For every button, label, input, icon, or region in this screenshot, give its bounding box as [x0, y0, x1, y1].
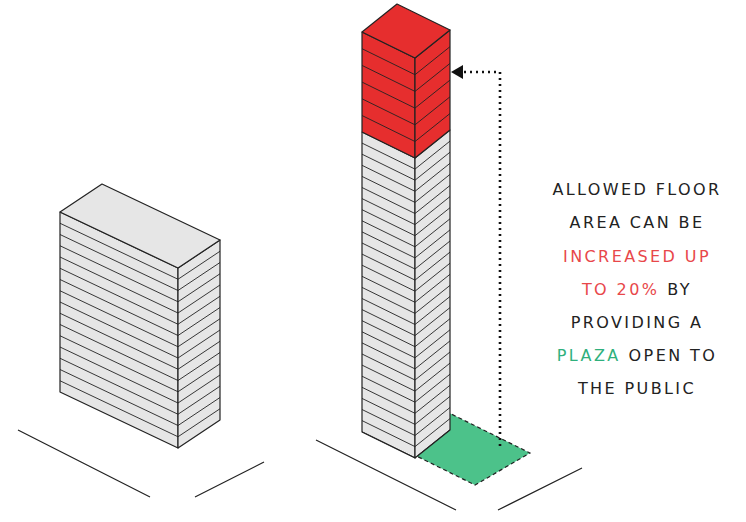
floor-lines	[60, 47, 450, 458]
callout-text: OPEN TO	[629, 346, 718, 365]
callout-text: ALLOWED FLOOR	[552, 180, 721, 199]
callout-text-line: INCREASED UP	[563, 247, 711, 267]
callout-text: BY	[667, 280, 692, 299]
callout-text-line: ALLOWED FLOOR	[552, 180, 721, 200]
dotted-arrow	[451, 65, 500, 446]
left-building	[60, 184, 220, 448]
callout-text-line: TO 20% BY	[582, 280, 692, 300]
callout-text: PROVIDING A	[571, 313, 704, 332]
callout-text-line: AREA CAN BE	[570, 213, 705, 233]
callout-text: INCREASED UP	[563, 247, 711, 266]
callout-text: THE PUBLIC	[578, 379, 696, 398]
callout-text-line: PLAZA OPEN TO	[557, 346, 717, 366]
callout-text-line: THE PUBLIC	[578, 379, 696, 399]
callout-text: PLAZA	[557, 346, 621, 365]
right-tower	[362, 4, 450, 458]
callout-text-line: PROVIDING A	[571, 313, 704, 333]
callout-text: TO 20%	[582, 280, 659, 299]
callout-text: AREA CAN BE	[570, 213, 705, 232]
